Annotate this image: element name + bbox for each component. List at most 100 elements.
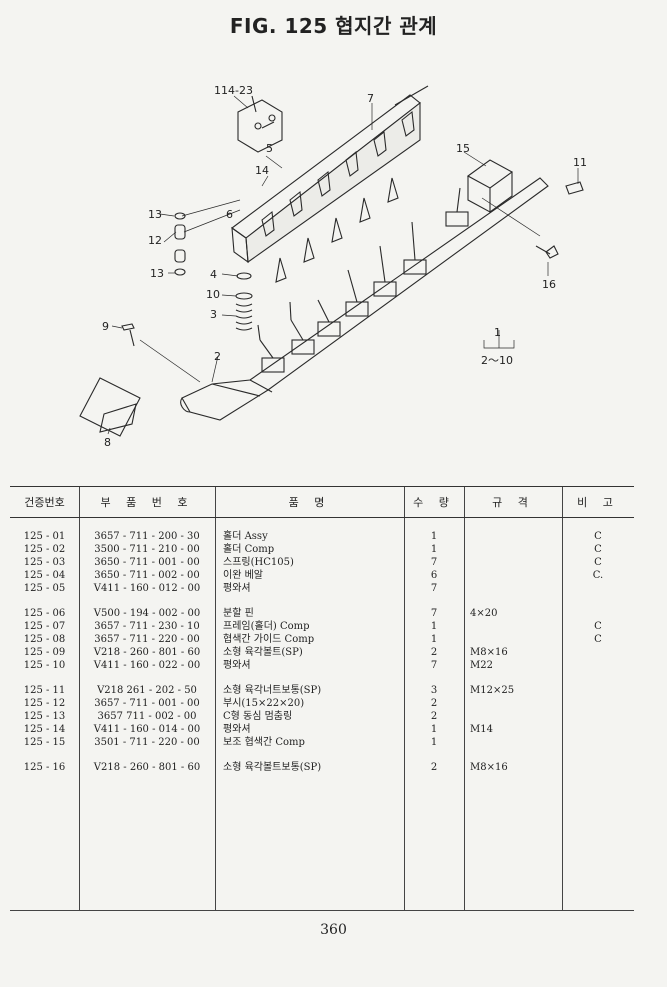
item-number-cell: 125 - 14	[23, 724, 66, 735]
callout-4: 4	[210, 268, 217, 281]
item-number-cell: 125 - 04	[23, 570, 66, 581]
part-name-cell: C형 동심 멈춤링	[223, 711, 293, 722]
part-name-cell: 분할 핀	[223, 608, 254, 619]
part-number-cell: 3657 711 - 002 - 00	[97, 711, 197, 722]
page-number: 360	[320, 922, 347, 938]
leader-lines	[107, 95, 579, 435]
callout-2-to-10: 2～10	[481, 354, 513, 367]
column-divider	[215, 486, 216, 910]
table-row: 125 - 08 3657 - 711 - 220 - 00 협색간 가이드 Com…	[10, 633, 634, 646]
part-name-cell: 이완 베알	[223, 570, 263, 581]
callout-16: 16	[542, 278, 556, 291]
item-number-cell: 125 - 11	[23, 685, 66, 696]
part-number-cell: V218 261 - 202 - 50	[97, 685, 197, 696]
column-divider	[562, 486, 563, 910]
remark-cell	[562, 736, 634, 749]
part-name-cell: 협색간 가이드 Comp	[223, 634, 315, 645]
item-number-cell: 125 - 08	[23, 634, 66, 645]
remark-cell	[562, 710, 634, 723]
quantity-cell: 1	[430, 544, 438, 555]
remark-cell: C	[594, 531, 602, 542]
callout-7: 7	[367, 92, 374, 105]
part-number-cell: V500 - 194 - 002 - 00	[93, 608, 201, 619]
part-name-cell: 홀더 Comp	[223, 544, 275, 555]
part-number-cell: 3657 - 711 - 230 - 10	[94, 621, 200, 632]
holder-units	[257, 187, 469, 373]
spec-cell: M8×16	[470, 647, 508, 658]
part-number-cell: V411 - 160 - 014 - 00	[93, 724, 201, 735]
callout-15: 15	[456, 142, 470, 155]
item-number-cell: 125 - 03	[23, 557, 66, 568]
part-number-cell: 3650 - 711 - 001 - 00	[94, 557, 200, 568]
part-name-cell: 평와셔	[223, 724, 251, 735]
aux-guide-part	[466, 159, 514, 213]
item-number-cell: 125 - 07	[23, 621, 66, 632]
part-number-cell: 3501 - 711 - 220 - 00	[94, 737, 200, 748]
table-row: 125 - 02 3500 - 711 - 210 - 00 홀더 Comp 1 C	[10, 543, 634, 556]
quantity-cell: 7	[430, 608, 438, 619]
quantity-cell: 7	[430, 583, 438, 594]
part-number-cell: 3657 - 711 - 220 - 00	[94, 634, 200, 645]
part-number-cell: V218 - 260 - 801 - 60	[93, 647, 201, 658]
table-bottom-rule	[10, 910, 634, 911]
remark-cell: C	[594, 544, 602, 555]
header-remarks: 비 고	[562, 486, 634, 518]
spec-cell	[464, 633, 562, 646]
column-divider	[79, 486, 80, 910]
bolt-parts	[121, 181, 584, 347]
header-item-number: 건증번호	[10, 486, 79, 518]
item-number-cell: 125 - 12	[23, 698, 66, 709]
remark-cell: C	[594, 557, 602, 568]
callout-1: 1	[494, 326, 501, 339]
part-name-cell: 스프링(HC105)	[223, 557, 294, 568]
exploded-parts-diagram: 114-23 7 5 14 15 11 13 6 12 13 4 10 3 16…	[79, 84, 587, 449]
callout-2: 2	[214, 350, 221, 363]
callout-114-23: 114-23	[214, 84, 253, 97]
callout-13-top: 13	[148, 208, 162, 221]
part-name-cell: 소형 육각너트보통(SP)	[223, 685, 322, 696]
quantity-cell: 2	[430, 647, 438, 658]
part-name-cell: 소형 육각볼트(SP)	[223, 647, 303, 658]
spec-cell	[464, 556, 562, 569]
part-name-cell: 홀더 Assy	[223, 531, 268, 542]
part-number-cell: 3657 - 711 - 200 - 30	[94, 531, 200, 542]
callout-6: 6	[226, 208, 233, 221]
remark-cell	[562, 723, 634, 736]
item-number-cell: 125 - 02	[23, 544, 66, 555]
quantity-cell: 2	[430, 711, 438, 722]
callout-8: 8	[104, 436, 111, 449]
callout-5: 5	[266, 142, 273, 155]
quantity-cell: 7	[430, 660, 438, 671]
plate-part	[79, 377, 141, 437]
part-number-cell: 3650 - 711 - 002 - 00	[94, 570, 200, 581]
part-name-cell: 부시(15×22×20)	[223, 698, 305, 709]
header-spec: 규 격	[464, 486, 562, 518]
item-number-cell: 125 - 15	[23, 737, 66, 748]
callout-9: 9	[102, 320, 109, 333]
remark-cell	[562, 761, 634, 774]
part-name-cell: 프레임(홀더) Comp	[223, 621, 310, 632]
spec-cell: 4×20	[470, 608, 498, 619]
guide-rail-part	[180, 177, 549, 421]
callout-3: 3	[210, 308, 217, 321]
part-number-cell: 3500 - 711 - 210 - 00	[94, 544, 200, 555]
part-number-cell: V411 - 160 - 022 - 00	[93, 660, 201, 671]
part-name-cell: 평와셔	[223, 583, 251, 594]
remark-cell	[562, 684, 634, 697]
header-quantity: 수 량	[404, 486, 464, 518]
item-number-cell: 125 - 05	[23, 583, 66, 594]
quantity-cell: 1	[430, 634, 438, 645]
callout-10: 10	[206, 288, 220, 301]
